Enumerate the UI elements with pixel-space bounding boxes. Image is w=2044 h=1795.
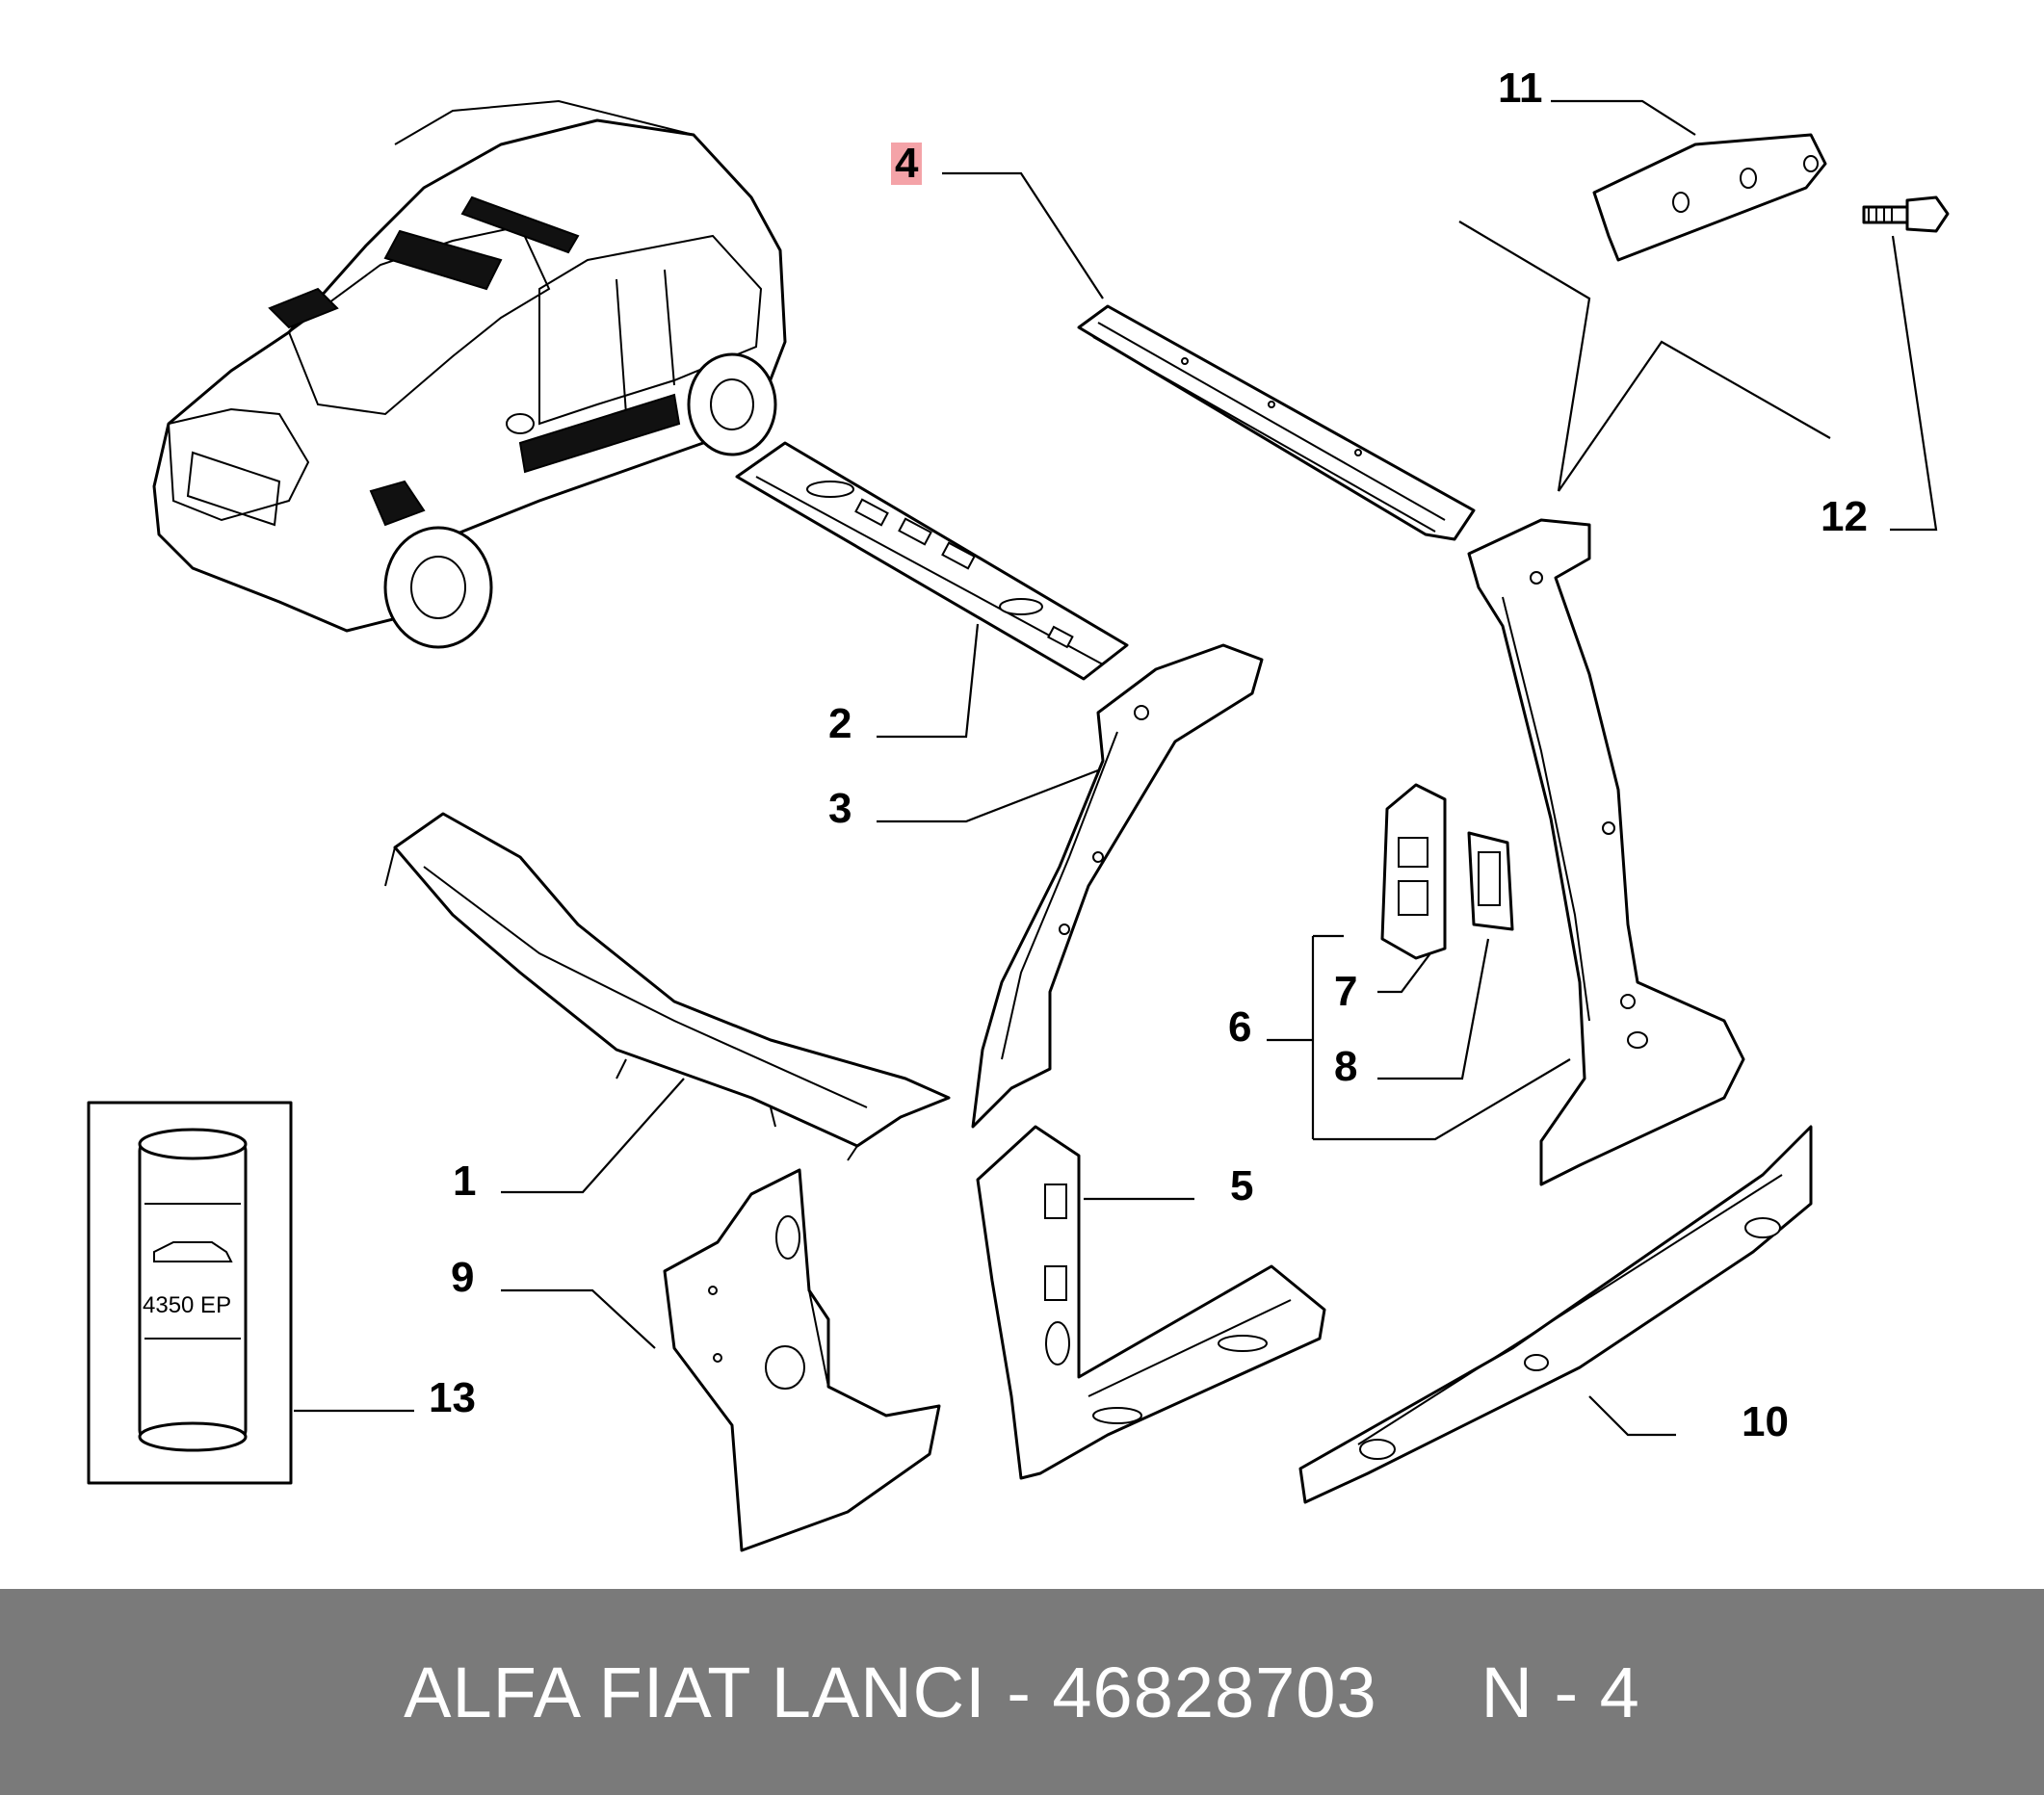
part-10-rocker-panel bbox=[1298, 1125, 1813, 1504]
part-8-plate bbox=[1467, 831, 1514, 931]
parts-diagram: 4350 EP 1 2 3 4 5 6 7 8 9 10 11 12 13 bbox=[87, 65, 1950, 1552]
callout-4: 4 bbox=[891, 143, 923, 185]
part-5-sill-pillar bbox=[976, 1125, 1326, 1480]
callout-8: 8 bbox=[1334, 1043, 1358, 1090]
part-7-plate bbox=[1380, 783, 1447, 960]
callout-3: 3 bbox=[828, 785, 852, 832]
callout-6: 6 bbox=[1228, 1003, 1252, 1051]
part-13-canister-box: 4350 EP bbox=[87, 1101, 293, 1485]
part-12-bolt bbox=[1862, 195, 1950, 233]
callout-13: 13 bbox=[429, 1374, 476, 1421]
callout-2: 2 bbox=[828, 700, 852, 747]
callout-11: 11 bbox=[1498, 65, 1543, 112]
callout-7: 7 bbox=[1334, 968, 1358, 1015]
callout-1: 1 bbox=[453, 1158, 477, 1205]
diagram-drawing: 4350 EP bbox=[87, 99, 1950, 1552]
part-3-a-pillar bbox=[971, 643, 1264, 1129]
part-2-roof-cross-member bbox=[735, 441, 1129, 681]
footer-banner: ALFA FIAT LANCI - 46828703 N - 4 bbox=[0, 1589, 2044, 1795]
part-6-b-pillar bbox=[1467, 518, 1745, 1186]
part-9-side-panel bbox=[663, 1168, 941, 1552]
leader-lines bbox=[294, 99, 1938, 1437]
callout-12: 12 bbox=[1821, 493, 1868, 540]
canister-label: 4350 EP bbox=[143, 1292, 231, 1318]
part-4-roof-rail bbox=[1077, 304, 1476, 541]
footer-part-number: ALFA FIAT LANCI - 46828703 N - 4 bbox=[404, 1652, 1640, 1732]
callout-9: 9 bbox=[451, 1254, 475, 1301]
part-1-cross-member bbox=[384, 812, 951, 1161]
car-illustration bbox=[152, 99, 787, 649]
callout-5: 5 bbox=[1230, 1162, 1254, 1210]
callout-10: 10 bbox=[1742, 1398, 1789, 1445]
part-11-bracket bbox=[1592, 133, 1827, 262]
